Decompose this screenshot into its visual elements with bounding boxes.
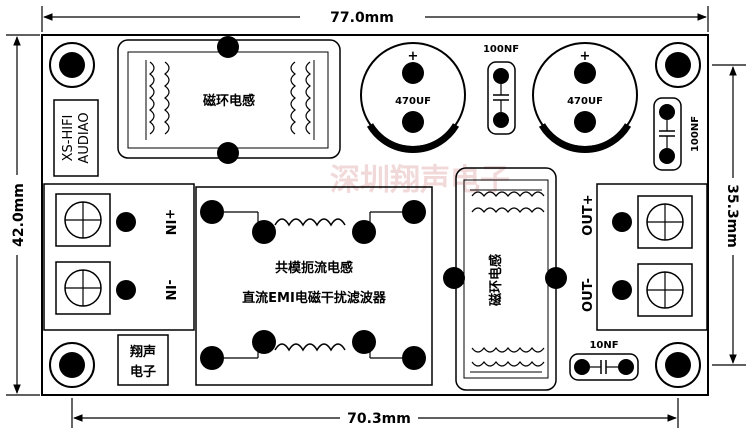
- ring-inductor-top-label: 磁环电感: [203, 93, 255, 109]
- emi-label-line1: 共模扼流电感: [275, 260, 353, 276]
- cap-right-label: 470UF: [567, 96, 603, 107]
- input-terminal-block: +IN -IN: [43, 183, 195, 331]
- capacitor-100nf-right: 100NF: [653, 97, 701, 171]
- emi-choke: 共模扼流电感 直流EMI电磁干扰滤波器: [195, 186, 433, 386]
- brand-en-box: XS-HIFI AUDIAO: [53, 99, 99, 177]
- output-plus-label: OUT+: [581, 194, 596, 235]
- capacitor-470uf-right: + 470UF: [532, 42, 638, 153]
- dimension-left-label: 42.0mm: [11, 183, 27, 247]
- board-outline: [41, 34, 709, 396]
- brand-cn-line2: 电子: [130, 364, 156, 380]
- mounting-hole-bottom-left: [49, 342, 95, 388]
- brand-cn-box: 翔声 电子: [117, 334, 169, 386]
- dimension-left: 42.0mm: [6, 34, 40, 396]
- cap-left-plus: +: [408, 49, 419, 64]
- dimension-bottom-label: 70.3mm: [347, 411, 411, 427]
- cap-left-label: 470UF: [395, 96, 431, 107]
- brand-en-line1: XS-HIFI: [61, 115, 76, 162]
- ring-inductor-right-label: 磁环电感: [488, 254, 504, 306]
- mounting-hole-top-right: [655, 42, 701, 88]
- cap-100nf-right-label: 100NF: [690, 116, 701, 152]
- output-minus-label: OUT-: [581, 278, 596, 312]
- mounting-hole-bottom-right: [655, 342, 701, 388]
- cap-right-plus: +: [580, 49, 591, 64]
- ring-inductor-right: 磁环电感: [443, 167, 567, 391]
- brand-cn-line1: 翔声: [129, 344, 156, 360]
- output-terminal-block: OUT+ OUT-: [581, 183, 708, 331]
- capacitor-470uf-left: + 470UF: [360, 42, 466, 153]
- mounting-hole-top-left: [49, 42, 95, 88]
- input-minus-label: -IN: [162, 279, 177, 300]
- dimension-top: 77.0mm: [41, 6, 709, 32]
- capacitor-10nf-bottom: 10NF: [569, 340, 639, 381]
- cap-100nf-top-label: 100NF: [483, 44, 519, 55]
- dimension-right: 35.3mm: [712, 64, 746, 366]
- brand-en-line2: AUDIAO: [77, 112, 92, 163]
- cap-10nf-label: 10NF: [589, 340, 618, 351]
- input-plus-label: +IN: [162, 209, 177, 236]
- capacitor-100nf-top: 100NF: [483, 44, 519, 135]
- dimension-right-label: 35.3mm: [724, 184, 740, 248]
- ring-inductor-top: 磁环电感: [117, 36, 341, 164]
- emi-label-line2: 直流EMI电磁干扰滤波器: [242, 290, 387, 306]
- dimension-top-label: 77.0mm: [330, 10, 394, 26]
- dimension-bottom: 70.3mm: [71, 398, 679, 428]
